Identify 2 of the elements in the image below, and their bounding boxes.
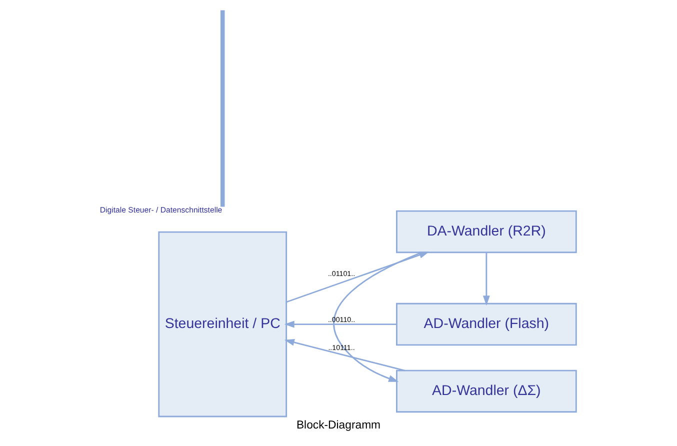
caption: Block-Diagramm xyxy=(296,419,381,432)
node-label: Digitale Steuer- / Datenschnittstelle xyxy=(100,205,222,214)
